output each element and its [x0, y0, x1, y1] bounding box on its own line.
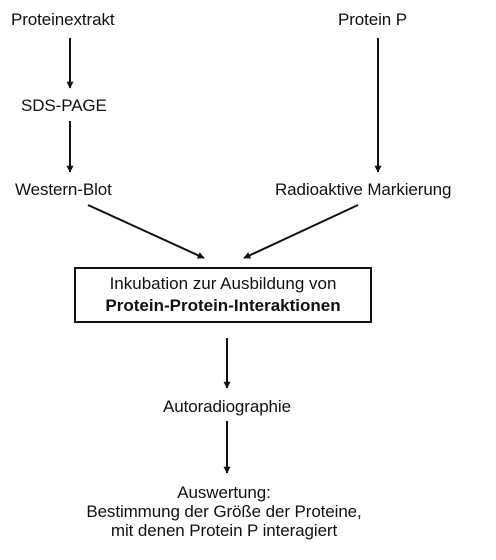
- incubation-title: Inkubation zur Ausbildung von: [109, 274, 337, 293]
- node-protein-p: Protein P: [338, 10, 408, 29]
- result-description-line1: Bestimmung der Größe der Proteine,: [86, 502, 362, 521]
- incubation-subtitle: Protein-Protein-Interaktionen: [105, 296, 341, 315]
- result-heading: Auswertung:: [177, 483, 271, 502]
- node-protein-extract: Proteinextrakt: [11, 10, 115, 29]
- node-autoradiography: Autoradiographie: [163, 397, 291, 416]
- arrow-western-to-incubation: [87, 204, 205, 259]
- incubation-box: Inkubation zur Ausbildung von Protein-Pr…: [74, 267, 372, 323]
- result-description-line2: mit denen Protein P interagiert: [110, 521, 338, 540]
- node-sds-page: SDS-PAGE: [21, 96, 107, 115]
- node-radioactive-labeling: Radioaktive Markierung: [275, 180, 452, 199]
- arrow-label-to-incubation: [243, 204, 359, 259]
- node-western-blot: Western-Blot: [15, 180, 112, 199]
- node-result: Auswertung: Bestimmung der Größe der Pro…: [86, 483, 361, 540]
